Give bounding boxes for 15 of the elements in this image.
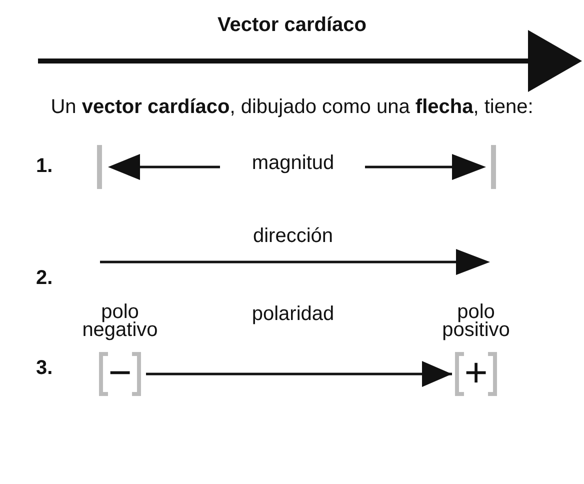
pole-label: polo negativo — [81, 303, 159, 339]
pole-label: polo positivo — [441, 303, 511, 339]
title: Vector cardíaco — [218, 14, 366, 37]
arrow — [146, 361, 452, 387]
item-number: 3. — [36, 357, 53, 380]
polarity-label: polaridad — [252, 303, 334, 326]
direction-label: dirección — [252, 225, 334, 248]
dimension-label: magnitud — [252, 152, 334, 175]
sentence: Un vector cardíaco, dibujado como una flecha, tiene: — [50, 96, 534, 119]
plus-sign: + — [463, 352, 489, 394]
sign-bracket — [98, 352, 142, 396]
item-number: 1. — [36, 155, 53, 178]
minus-sign: − — [107, 352, 133, 394]
sign-bracket — [454, 352, 498, 396]
item-number: 2. — [36, 267, 53, 290]
